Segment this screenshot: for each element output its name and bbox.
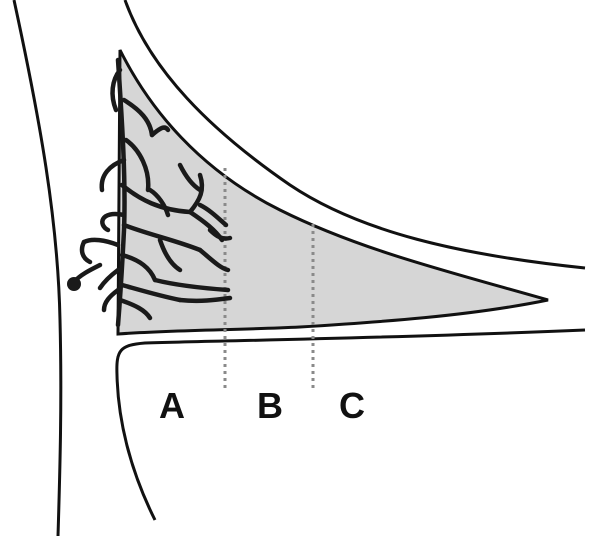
left-vessel-wall	[14, 0, 61, 536]
region-label-c: C	[339, 385, 365, 426]
vessel-node	[67, 277, 81, 291]
region-label-a: A	[159, 385, 185, 426]
region-label-b: B	[257, 385, 283, 426]
